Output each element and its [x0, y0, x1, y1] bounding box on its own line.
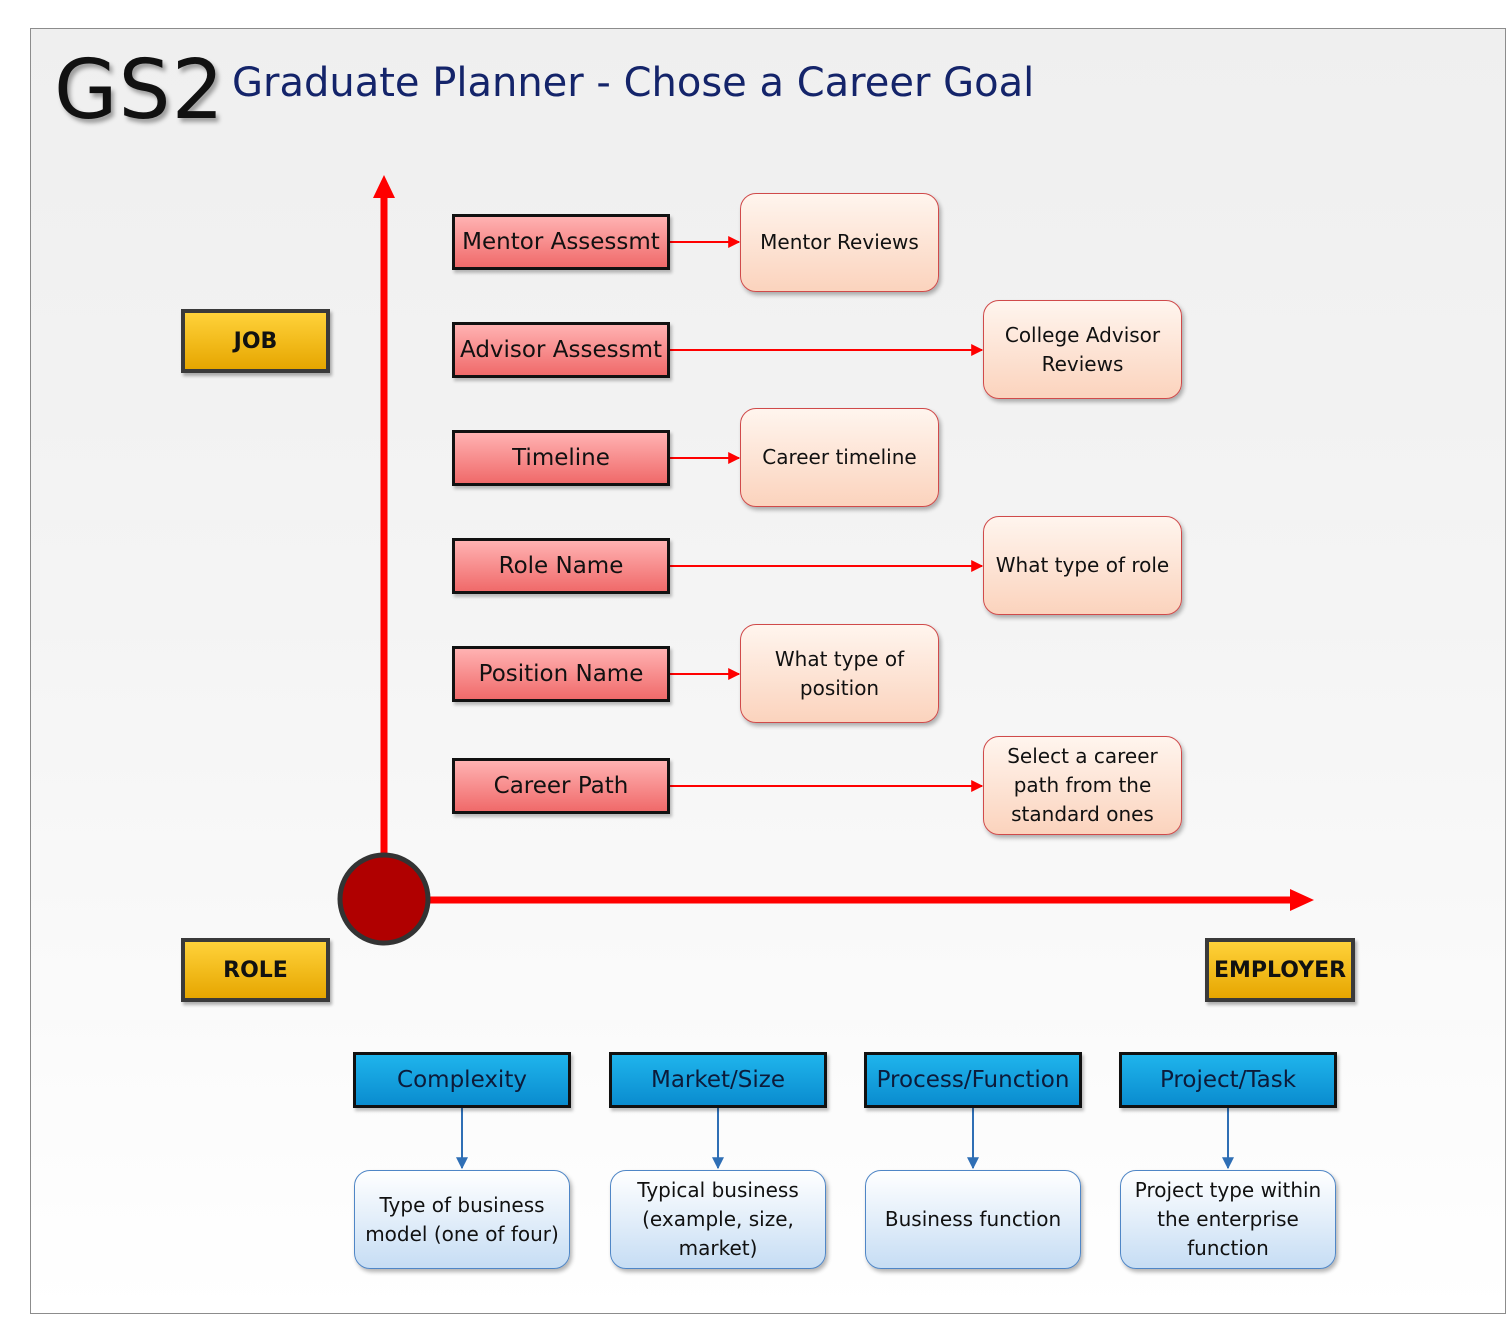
attr-timeline[interactable]: Timeline [452, 430, 670, 486]
attr-mentor-assessmt[interactable]: Mentor Assessmt [452, 214, 670, 270]
role-axis-label: ROLE [181, 938, 330, 1002]
attr-position-name[interactable]: Position Name [452, 646, 670, 702]
job-axis-label: JOB [181, 309, 330, 373]
gs2-logo: GS2 [54, 43, 225, 138]
page-title: Graduate Planner - Chose a Career Goal [232, 60, 1035, 106]
note-career-path-select: Select a career path from the standard o… [983, 736, 1182, 835]
dim-market-size[interactable]: Market/Size [609, 1052, 827, 1108]
note-career-timeline: Career timeline [740, 408, 939, 507]
attr-advisor-assessmt[interactable]: Advisor Assessmt [452, 322, 670, 378]
note-role-type: What type of role [983, 516, 1182, 615]
desc-business-model: Type of business model (one of four) [354, 1170, 570, 1269]
origin-node [337, 852, 431, 946]
desc-business-function: Business function [865, 1170, 1081, 1269]
attr-career-path[interactable]: Career Path [452, 758, 670, 814]
attr-role-name[interactable]: Role Name [452, 538, 670, 594]
dim-process-function[interactable]: Process/Function [864, 1052, 1082, 1108]
desc-typical-business: Typical business (example, size, market) [610, 1170, 826, 1269]
employer-axis-arrowhead [1290, 889, 1314, 911]
desc-project-type: Project type within the enterprise funct… [1120, 1170, 1336, 1269]
note-college-advisor-reviews: College Advisor Reviews [983, 300, 1182, 399]
dim-project-task[interactable]: Project/Task [1119, 1052, 1337, 1108]
note-position-type: What type of position [740, 624, 939, 723]
note-mentor-reviews: Mentor Reviews [740, 193, 939, 292]
employer-axis-label: EMPLOYER [1205, 938, 1355, 1002]
dim-complexity[interactable]: Complexity [353, 1052, 571, 1108]
job-axis-arrowhead [373, 175, 395, 198]
